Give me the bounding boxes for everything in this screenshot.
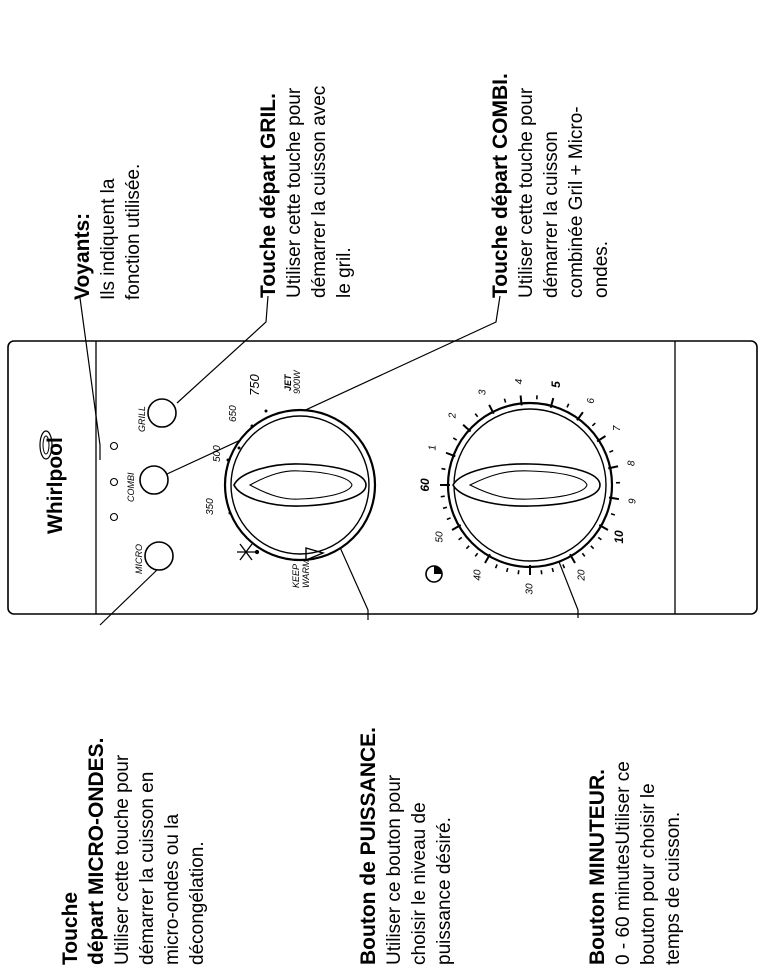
brand-logo-text: Whirlpool	[44, 437, 67, 534]
timer-tick	[591, 422, 596, 427]
timer-tick	[440, 495, 445, 498]
timer-tick	[503, 398, 507, 403]
timer-label: 40	[473, 569, 484, 581]
power-jet-label: JET	[283, 373, 293, 391]
keep-warm-warm: WARM	[301, 559, 311, 588]
indicator-light	[109, 441, 119, 451]
grill-button-label: GRILL	[137, 406, 147, 432]
keep-warm-keep: KEEP	[291, 564, 301, 588]
timer-label: 60	[418, 478, 432, 492]
timer-label: 1	[428, 445, 439, 451]
timer-tick	[462, 424, 472, 433]
timer-tick	[441, 467, 446, 471]
indicator-light	[109, 512, 119, 522]
timer-tick	[451, 524, 462, 531]
power-500-label: 500	[212, 445, 223, 462]
timer-ticks	[440, 395, 620, 575]
power-dial[interactable]: 350 500 650 750 JET 900W KEEP WARM	[205, 369, 377, 588]
timer-label: 8	[626, 460, 637, 466]
keep-warm-triangle-icon	[305, 547, 326, 562]
grill-button[interactable]	[147, 398, 177, 428]
timer-label: 50	[435, 531, 446, 543]
timer-tick	[597, 536, 602, 541]
timer-tick	[551, 567, 555, 573]
timer-tick	[517, 570, 520, 575]
timer-tick	[445, 451, 456, 458]
timer-tick	[598, 524, 609, 531]
timer-tick	[452, 437, 458, 441]
panel-outline	[7, 340, 758, 615]
timer-label: 4	[514, 378, 525, 384]
timer-tick	[474, 552, 479, 557]
timer-label: 2	[447, 412, 458, 419]
combi-button-label: COMBI	[126, 472, 136, 502]
timer-tick	[562, 564, 566, 569]
leader-voyants	[79, 297, 101, 460]
timer-tick	[505, 567, 509, 573]
timer-tick	[484, 553, 491, 564]
timer-label: 3	[477, 389, 488, 395]
whirlpool-logo: Whirlpool	[39, 430, 67, 534]
timer-label: 9	[627, 498, 638, 504]
timer-tick	[590, 545, 595, 550]
timer-tick	[442, 506, 448, 510]
combi-button[interactable]	[139, 465, 169, 495]
micro-button-label: MICRO	[134, 544, 144, 574]
timer-tick	[465, 545, 470, 550]
power-750-label: 750	[247, 374, 262, 396]
timer-tick	[519, 395, 523, 406]
indicator-lights	[109, 441, 119, 522]
timer-tick	[610, 512, 616, 516]
timer-tick	[569, 553, 576, 564]
timer-tick	[566, 403, 570, 408]
timer-label: 6	[586, 398, 597, 404]
power-350-label: 350	[205, 498, 216, 515]
timer-tick	[540, 570, 543, 575]
timer-tick	[609, 449, 614, 453]
timer-tick	[608, 465, 619, 470]
timer-tick	[488, 404, 495, 415]
timer-label: 5	[549, 381, 563, 388]
leader-gril	[176, 295, 269, 404]
timer-tick	[549, 397, 555, 408]
micro-button[interactable]	[144, 541, 174, 571]
timer-tick	[608, 496, 620, 501]
timer-tick	[458, 536, 463, 541]
timer-tick	[446, 517, 451, 521]
timer-tick	[576, 411, 584, 421]
clock-icon	[425, 565, 443, 583]
power-jet-watt-label: 900W	[292, 369, 302, 394]
defrost-icon	[237, 543, 260, 561]
timer-labels: 1 2 3 4 5 6 7 8 9 10 20 30 40 50 60	[418, 378, 638, 594]
timer-label: 30	[525, 583, 536, 595]
timer-label: 10	[612, 530, 626, 544]
power-650-label: 650	[228, 405, 239, 422]
timer-tick	[474, 413, 479, 418]
timer-tick	[596, 435, 607, 443]
timer-tick	[581, 552, 586, 557]
timer-tick	[494, 564, 498, 569]
timer-label: 7	[612, 425, 623, 431]
timer-dial[interactable]: 1 2 3 4 5 6 7 8 9 10 20 30 40 50 60	[418, 378, 638, 594]
leader-micro	[99, 567, 160, 626]
indicator-light	[109, 477, 119, 487]
timer-label: 20	[577, 569, 588, 582]
